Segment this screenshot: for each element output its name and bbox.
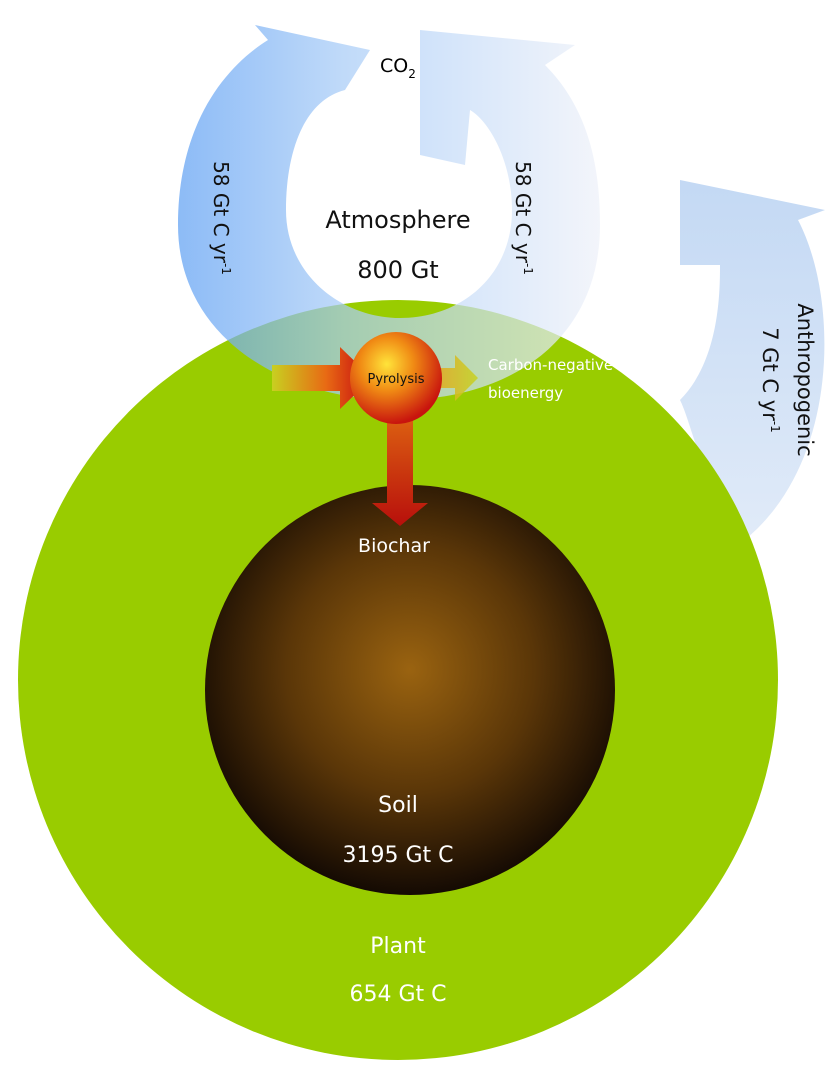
atmosphere-cycle-arrow (178, 25, 600, 400)
plant-name: Plant (370, 934, 426, 959)
flux-right-label: 58 Gt C yr-1 (511, 161, 535, 275)
pyrolysis-sphere (350, 332, 442, 424)
co2-label: CO2 (380, 55, 416, 81)
plant-amount: 654 Gt C (349, 982, 446, 1007)
bioenergy-output-arrow (430, 355, 478, 401)
biomass-input-arrow (272, 347, 372, 409)
pyrolysis-label: Pyrolysis (367, 372, 424, 387)
biochar-down-arrow (372, 375, 428, 526)
svg-text:58 Gt C yr-1: 58 Gt C yr-1 (511, 161, 535, 275)
atmosphere-name: Atmosphere (325, 206, 470, 234)
svg-text:58 Gt C yr-1: 58 Gt C yr-1 (209, 161, 233, 275)
svg-text:Anthropogenic: Anthropogenic (793, 303, 817, 456)
anthropogenic-value: 7 Gt C yr-1 (758, 327, 782, 433)
flux-left-label: 58 Gt C yr-1 (209, 161, 233, 275)
svg-text:7 Gt C yr-1: 7 Gt C yr-1 (758, 327, 782, 433)
soil-amount: 3195 Gt C (342, 843, 453, 868)
soil-name: Soil (378, 793, 418, 818)
atmosphere-amount: 800 Gt (357, 256, 438, 284)
bioenergy-line2: bioenergy (488, 384, 563, 402)
soil-pool (205, 485, 615, 895)
bioenergy-line1: Carbon-negative (488, 356, 613, 374)
anthropogenic-label: Anthropogenic (793, 303, 817, 456)
anthropogenic-arrow (680, 180, 825, 545)
biochar-label: Biochar (358, 535, 430, 557)
